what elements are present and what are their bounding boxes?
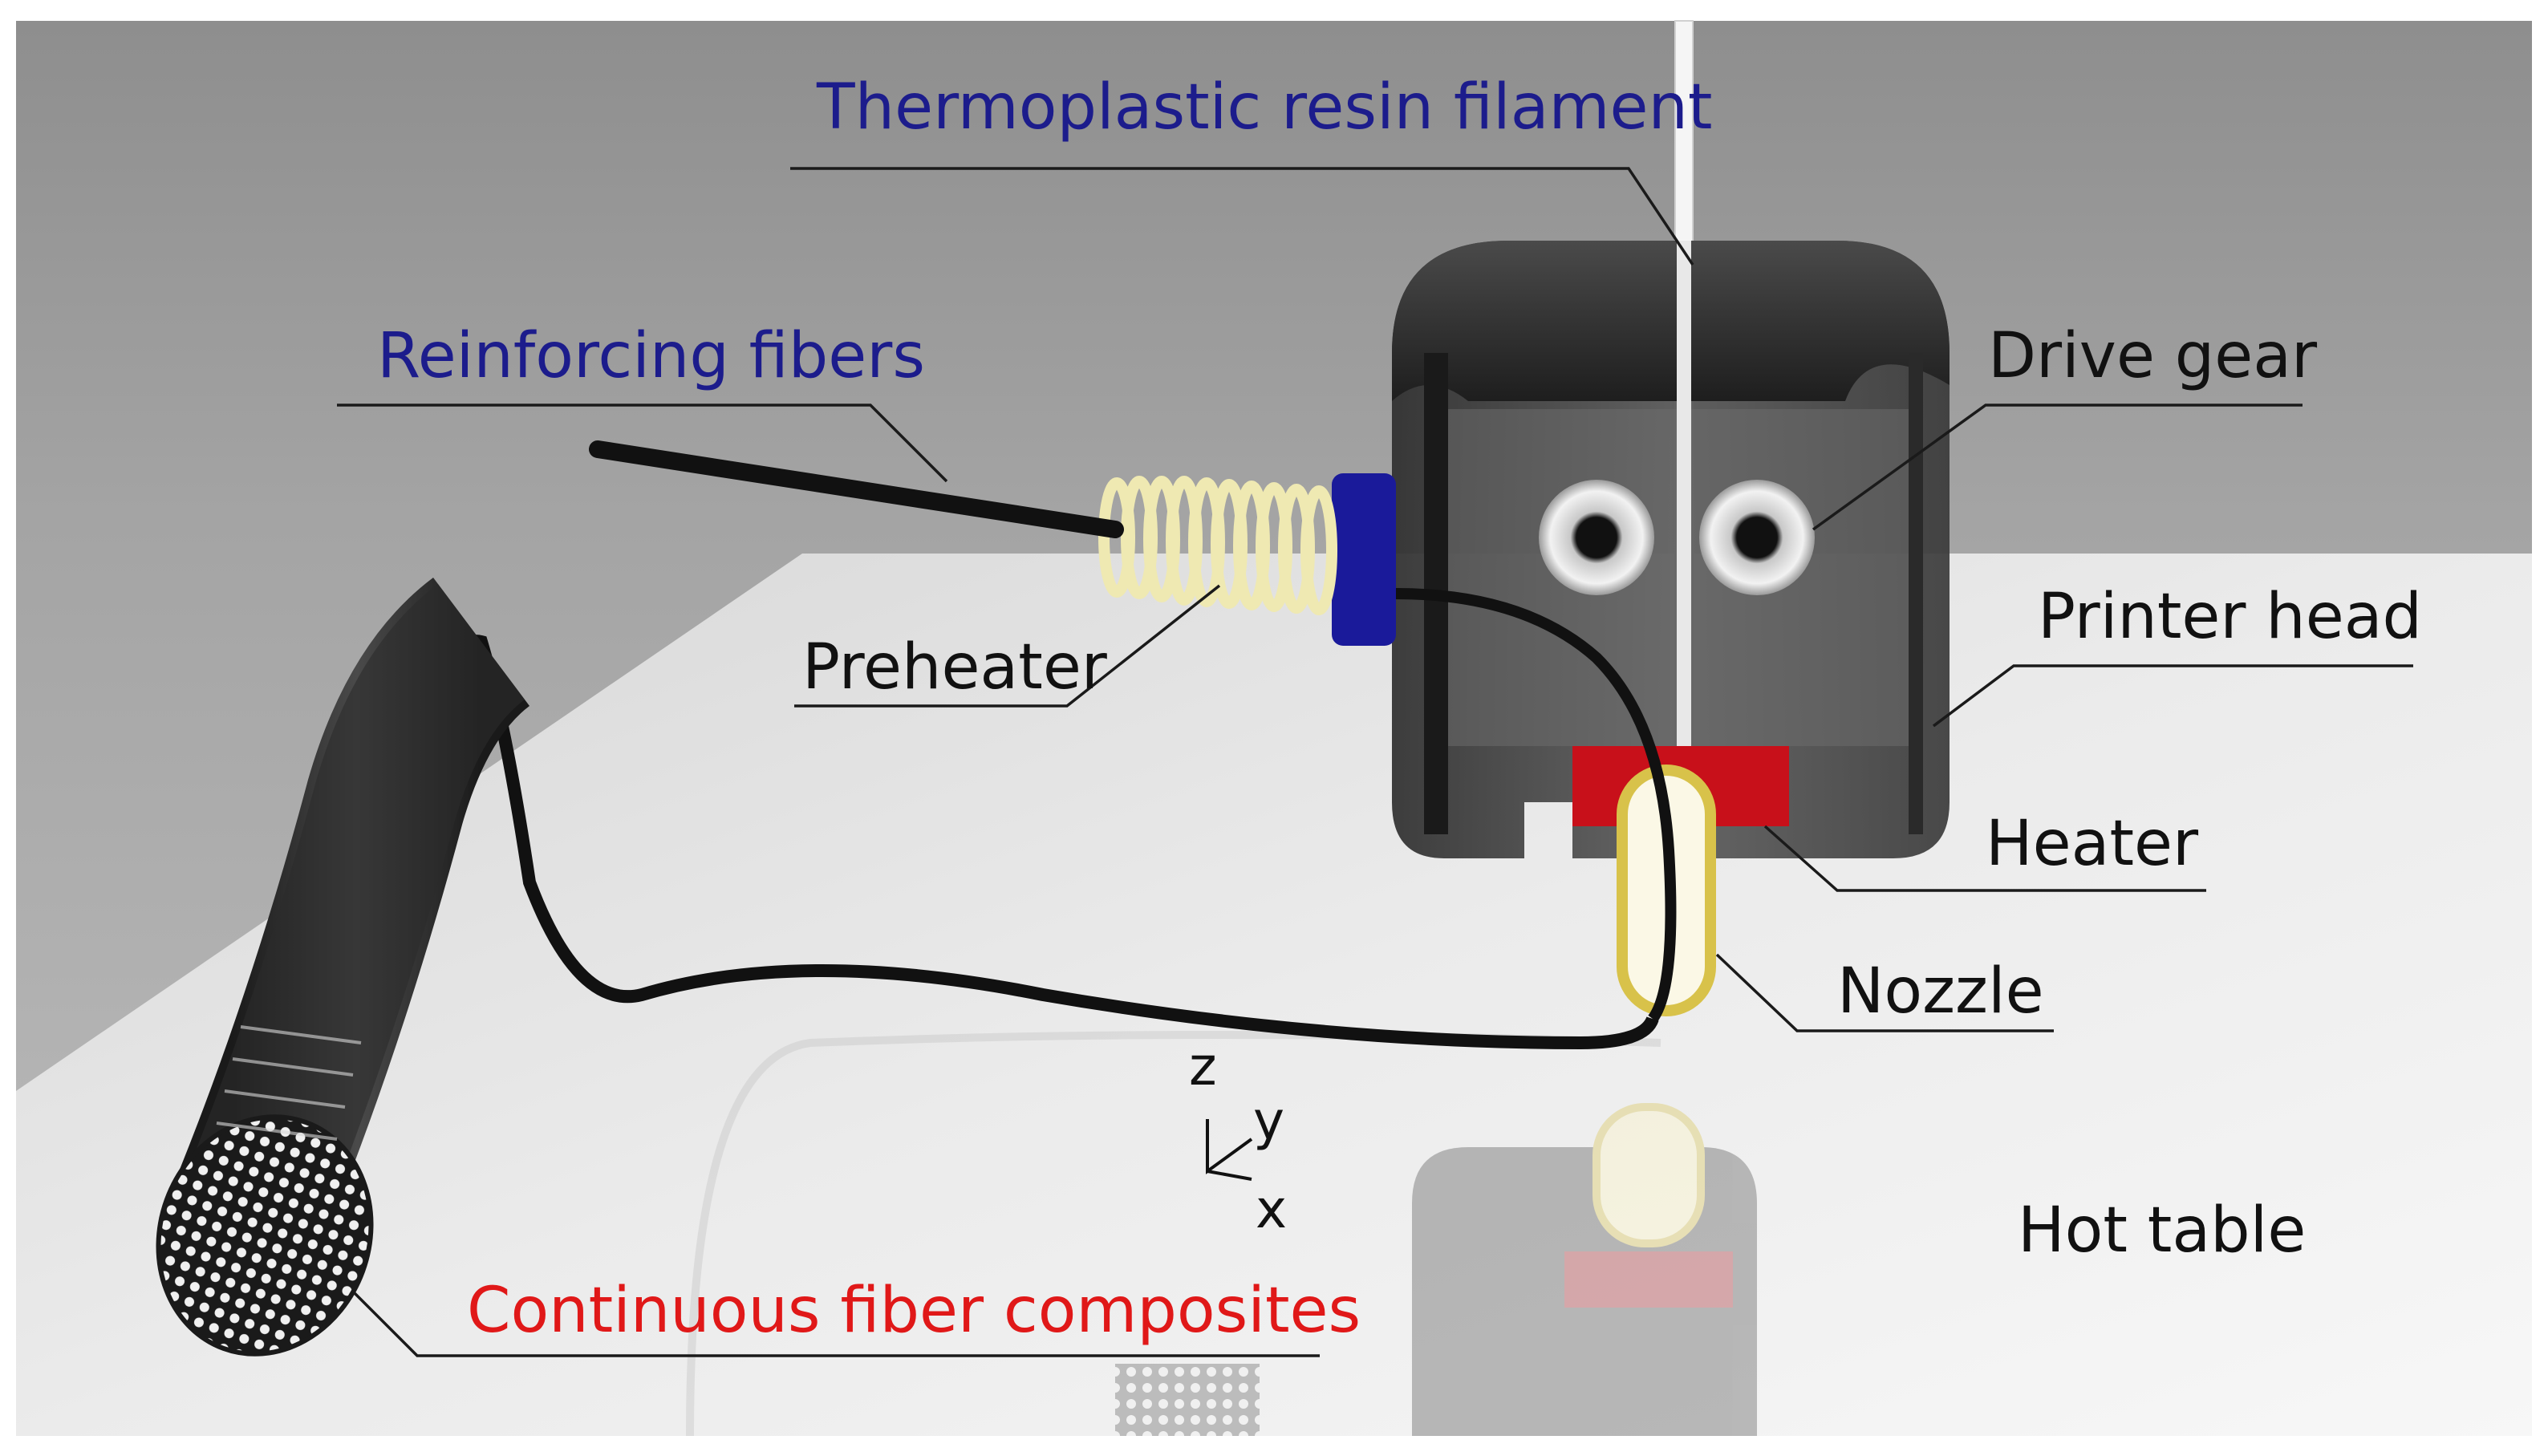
fiber-path-head — [1395, 588, 1677, 1023]
label-hot-table: Hot table — [2018, 1194, 2306, 1267]
cable-fiber-stripes — [216, 1025, 362, 1141]
label-drive-gear: Drive gear — [1988, 320, 2318, 392]
reinforcing-fiber-line — [589, 440, 1124, 538]
axis-y-label: y — [1253, 1090, 1284, 1152]
composite-cable-end — [156, 1114, 374, 1357]
preheater — [1098, 473, 1396, 646]
printer-head — [1392, 241, 1950, 858]
label-nozzle: Nozzle — [1837, 955, 2044, 1028]
head-reflection — [686, 1031, 1757, 1437]
label-heater: Heater — [1986, 808, 2199, 880]
drive-gear-left — [1539, 480, 1654, 595]
coordinate-axes: z y x — [1189, 1036, 1287, 1240]
label-printer-head: Printer head — [2038, 581, 2422, 653]
axis-x-label: x — [1256, 1178, 1287, 1240]
label-thermoplastic-resin-filament: Thermoplastic resin filament — [816, 71, 1713, 144]
drive-gear-right — [1699, 480, 1815, 595]
label-reinforcing-fibers: Reinforcing fibers — [377, 320, 925, 392]
label-continuous-fiber-composites: Continuous fiber composites — [467, 1275, 1361, 1347]
label-preheater: Preheater — [802, 631, 1108, 704]
axis-z-label: z — [1189, 1036, 1217, 1097]
leader-lines — [337, 167, 2413, 1357]
